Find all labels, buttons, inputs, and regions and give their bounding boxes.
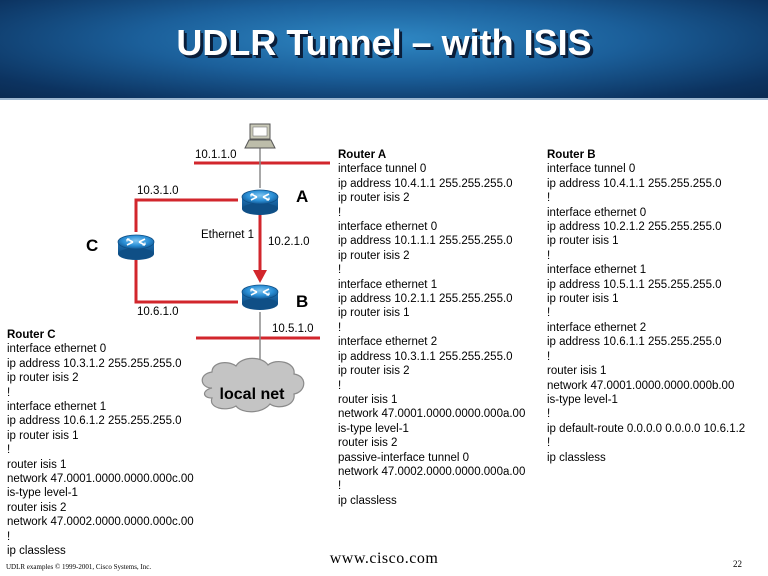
config-line: ip address 10.5.1.1 255.255.255.0	[547, 278, 722, 291]
config-line: router isis 1	[338, 393, 398, 406]
config-line: !	[547, 437, 551, 450]
config-line: !	[338, 480, 342, 493]
config-line: ip classless	[7, 545, 66, 558]
config-line: interface ethernet 1	[7, 401, 107, 414]
slide-title: UDLR Tunnel – with ISIS	[176, 22, 592, 63]
label-net-a-b: 10.2.1.0	[268, 236, 310, 248]
config-line: interface ethernet 0	[338, 221, 438, 234]
config-line: !	[7, 530, 11, 543]
config-line: passive-interface tunnel 0	[338, 451, 470, 464]
config-line: network 47.0002.0000.0000.000a.00	[338, 465, 526, 478]
config-line: interface tunnel 0	[338, 163, 427, 176]
router-c-label: C	[86, 236, 99, 255]
router-c-icon	[117, 234, 155, 261]
config-line: network 47.0001.0000.0000.000a.00	[338, 408, 526, 421]
config-line: !	[547, 307, 551, 320]
down-arrow-icon	[253, 270, 267, 283]
config-line: !	[7, 444, 11, 457]
config-line: !	[547, 249, 551, 262]
config-line: ip address 10.4.1.1 255.255.255.0	[547, 177, 722, 190]
config-line: router isis 2	[7, 501, 67, 514]
config-line: interface ethernet 0	[7, 343, 107, 356]
label-ethernet: Ethernet 1	[201, 229, 255, 241]
config-line: ip router isis 1	[547, 235, 619, 248]
title-banner: UDLR Tunnel – with ISIS	[0, 0, 768, 100]
config-line: is-type level-1	[7, 487, 78, 500]
cloud-label: local net	[219, 386, 285, 403]
config-line: !	[547, 408, 551, 421]
segment-10-3-1-0	[134, 198, 238, 232]
config-line: ip router isis 1	[338, 307, 410, 320]
website-footer: www.cisco.com	[329, 550, 439, 567]
label-net-bottom: 10.5.1.0	[272, 323, 314, 335]
config-line: ip address 10.2.1.1 255.255.255.0	[338, 293, 513, 306]
config-line: ip address 10.2.1.2 255.255.255.0	[547, 221, 722, 234]
config-line: router isis 2	[338, 437, 398, 450]
config-line: ip address 10.4.1.1 255.255.255.0	[338, 177, 513, 190]
config-line: ip router isis 2	[338, 249, 410, 262]
label-net-c-a: 10.3.1.0	[137, 185, 179, 197]
page-number: 22	[733, 559, 742, 569]
config-line: ip router isis 1	[547, 293, 619, 306]
config-line: !	[338, 264, 342, 277]
segment-10-6-1-0	[134, 260, 238, 304]
config-line: interface ethernet 1	[547, 264, 647, 277]
cloud-icon	[201, 357, 305, 413]
config-line: network 47.0001.0000.0000.000c.00	[7, 473, 194, 486]
config-line: !	[7, 386, 11, 399]
router-b-label: B	[296, 292, 309, 311]
config-heading: Router C	[7, 329, 56, 341]
router-a-icon	[241, 189, 279, 216]
router-a-label: A	[296, 187, 309, 206]
config-heading: Router B	[547, 149, 596, 161]
config-line: router isis 1	[7, 458, 67, 471]
config-line: router isis 1	[547, 365, 607, 378]
config-line: interface ethernet 2	[547, 321, 647, 334]
label-net-c-b: 10.6.1.0	[137, 306, 179, 318]
config-line: ip address 10.6.1.2 255.255.255.0	[7, 415, 182, 428]
config-line: interface ethernet 0	[547, 206, 647, 219]
config-line: ip classless	[338, 494, 397, 507]
config-line: !	[547, 192, 551, 205]
config-line: network 47.0001.0000.0000.000b.00	[547, 379, 735, 392]
config-line: interface ethernet 1	[338, 278, 438, 291]
config-line: network 47.0002.0000.0000.000c.00	[7, 516, 194, 529]
config-line: ip router isis 2	[338, 365, 410, 378]
config-line: interface tunnel 0	[547, 163, 636, 176]
config-line: ip router isis 2	[338, 192, 410, 205]
config-line: ip address 10.1.1.1 255.255.255.0	[338, 235, 513, 248]
label-net-top: 10.1.1.0	[195, 149, 237, 161]
config-line: ip router isis 1	[7, 429, 79, 442]
config-line: is-type level-1	[547, 393, 618, 406]
config-line: !	[338, 379, 342, 392]
config-line: ip classless	[547, 451, 606, 464]
config-line: !	[338, 206, 342, 219]
config-line: ip address 10.3.1.1 255.255.255.0	[338, 350, 513, 363]
copyright-footer: UDLR examples © 1999-2001, Cisco Systems…	[6, 563, 152, 571]
config-line: is-type level-1	[338, 422, 409, 435]
config-line: interface ethernet 2	[338, 336, 438, 349]
config-line: ip address 10.6.1.1 255.255.255.0	[547, 336, 722, 349]
config-line: ip router isis 2	[7, 372, 79, 385]
config-heading: Router A	[338, 149, 387, 161]
config-line: !	[338, 321, 342, 334]
config-line: ip address 10.3.1.2 255.255.255.0	[7, 357, 182, 370]
router-b-icon	[241, 284, 279, 311]
host-icon	[244, 123, 276, 149]
config-line: !	[547, 350, 551, 363]
config-line: ip default-route 0.0.0.0 0.0.0.0 10.6.1.…	[547, 422, 746, 435]
